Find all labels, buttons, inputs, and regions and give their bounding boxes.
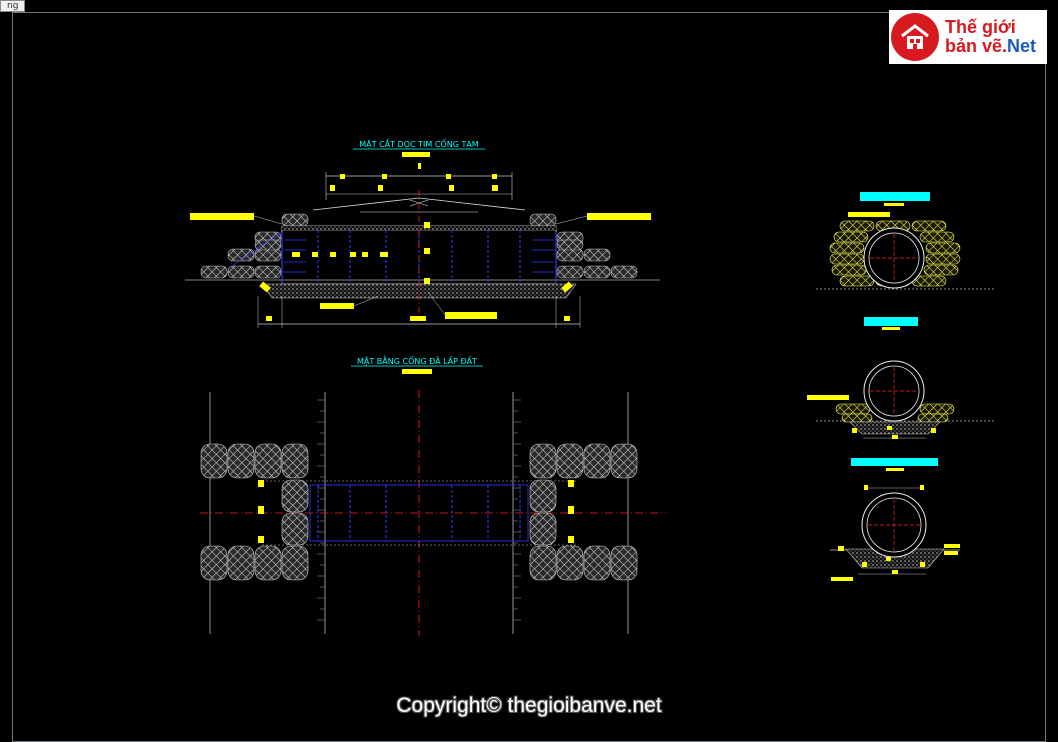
logo-line-2: bản vẽ.Net [945,37,1036,56]
plan-title: MẶT BẰNG CỐNG ĐÃ LẤP ĐẤT [357,354,477,367]
cross-section-backfill [807,317,994,439]
section-title: MẶT CẮT DỌC TIM CỐNG TẠM [359,137,479,150]
section-scale-label [402,152,430,157]
longitudinal-section [185,163,660,328]
plan-view [200,390,666,636]
logo-net-text: Net [1007,36,1037,56]
logo-line-1: Thế giới [945,17,1016,37]
cross-section-bedding [830,458,960,581]
plan-scale-label [402,369,432,374]
drawing-tab[interactable]: ng [0,0,26,12]
logo-line-2-part-1: bản vẽ. [945,36,1008,56]
house-icon [891,13,939,61]
cross-section-gabion [816,192,994,290]
site-logo[interactable]: Thế giới bản vẽ.Net [889,10,1047,64]
copyright-watermark: Copyright© thegioibanve.net [396,694,662,717]
